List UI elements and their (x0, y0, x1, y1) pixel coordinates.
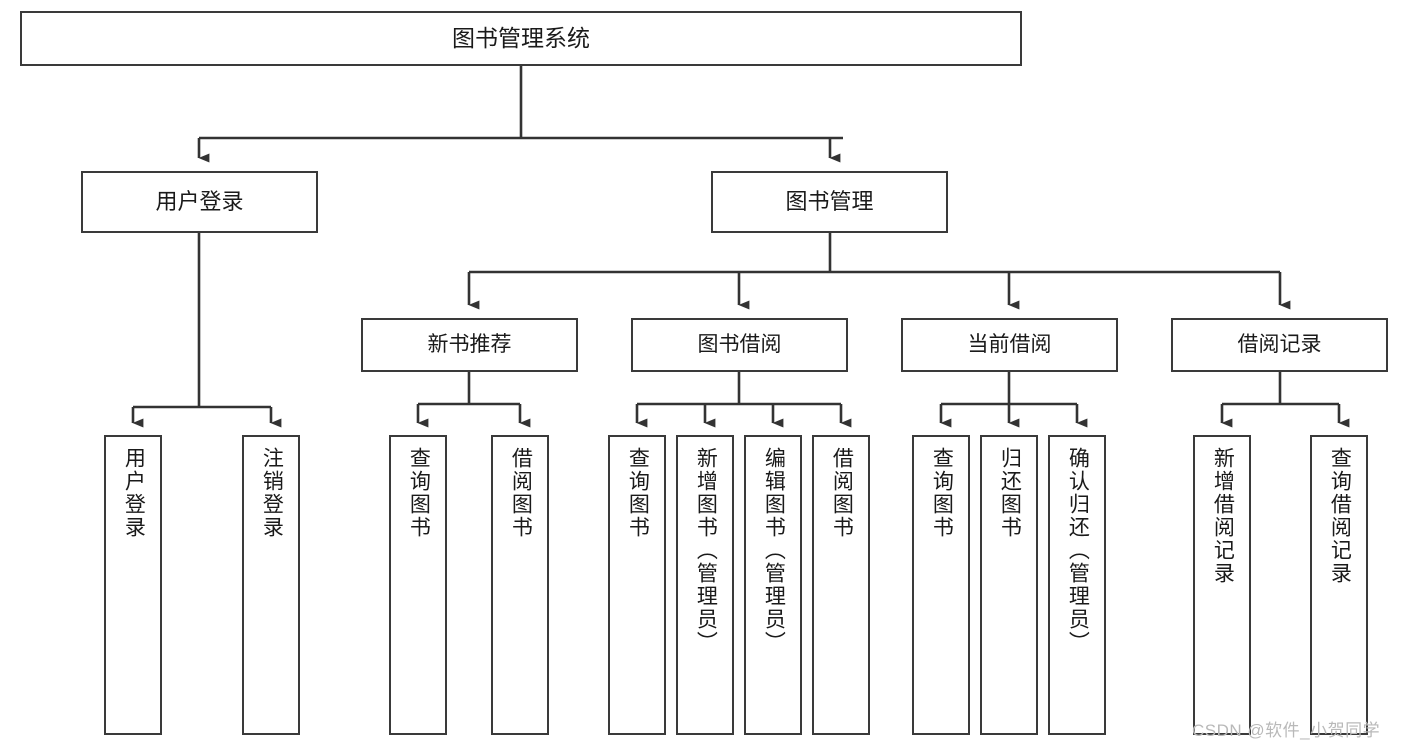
leaf-book-borrow-query-label: 查询图书 (626, 447, 650, 539)
leaf-current-borrow-return[interactable]: 归还图书 (980, 435, 1038, 735)
node-borrow-record[interactable]: 借阅记录 (1171, 318, 1388, 372)
node-current-borrow[interactable]: 当前借阅 (901, 318, 1118, 372)
leaf-user-login-logout[interactable]: 注销登录 (242, 435, 300, 735)
leaf-user-login-do-login-label: 用户登录 (122, 447, 146, 539)
leaf-borrow-record-query[interactable]: 查询借阅记录 (1310, 435, 1368, 735)
leaf-book-borrow-edit[interactable]: 编辑图书（管理员） (744, 435, 802, 735)
leaf-new-book-query-label: 查询图书 (407, 447, 431, 539)
leaf-book-borrow-add[interactable]: 新增图书（管理员） (676, 435, 734, 735)
leaf-user-login-do-login[interactable]: 用户登录 (104, 435, 162, 735)
leaf-book-borrow-add-label: 新增图书（管理员） (694, 447, 718, 654)
node-root-system[interactable]: 图书管理系统 (20, 11, 1022, 66)
leaf-new-book-query[interactable]: 查询图书 (389, 435, 447, 735)
leaf-new-book-borrow[interactable]: 借阅图书 (491, 435, 549, 735)
node-borrow-record-label: 借阅记录 (1237, 332, 1322, 356)
leaf-borrow-record-add[interactable]: 新增借阅记录 (1193, 435, 1251, 735)
node-book-management[interactable]: 图书管理 (711, 171, 948, 233)
leaf-borrow-record-query-label: 查询借阅记录 (1328, 447, 1352, 585)
node-book-borrow[interactable]: 图书借阅 (631, 318, 848, 372)
node-root-system-label: 图书管理系统 (452, 24, 590, 51)
leaf-current-borrow-query-label: 查询图书 (930, 447, 954, 539)
node-current-borrow-label: 当前借阅 (967, 332, 1052, 356)
leaf-book-borrow-do-borrow-label: 借阅图书 (830, 447, 854, 539)
leaf-book-borrow-edit-label: 编辑图书（管理员） (762, 447, 786, 654)
leaf-current-borrow-confirm-return-label: 确认归还（管理员） (1066, 447, 1090, 654)
leaf-book-borrow-do-borrow[interactable]: 借阅图书 (812, 435, 870, 735)
leaf-current-borrow-return-label: 归还图书 (998, 447, 1022, 539)
csdn-watermark: CSDN @软件_小贺同学 (1192, 721, 1381, 740)
leaf-book-borrow-query[interactable]: 查询图书 (608, 435, 666, 735)
leaf-current-borrow-query[interactable]: 查询图书 (912, 435, 970, 735)
node-user-login-label: 用户登录 (155, 189, 244, 215)
node-user-login[interactable]: 用户登录 (81, 171, 318, 233)
node-book-management-label: 图书管理 (785, 189, 874, 215)
node-new-book-recommend[interactable]: 新书推荐 (361, 318, 578, 372)
node-book-borrow-label: 图书借阅 (697, 332, 782, 356)
node-new-book-recommend-label: 新书推荐 (427, 332, 512, 356)
leaf-current-borrow-confirm-return[interactable]: 确认归还（管理员） (1048, 435, 1106, 735)
leaf-borrow-record-add-label: 新增借阅记录 (1211, 447, 1235, 585)
leaf-user-login-logout-label: 注销登录 (260, 447, 284, 539)
leaf-new-book-borrow-label: 借阅图书 (509, 447, 533, 539)
